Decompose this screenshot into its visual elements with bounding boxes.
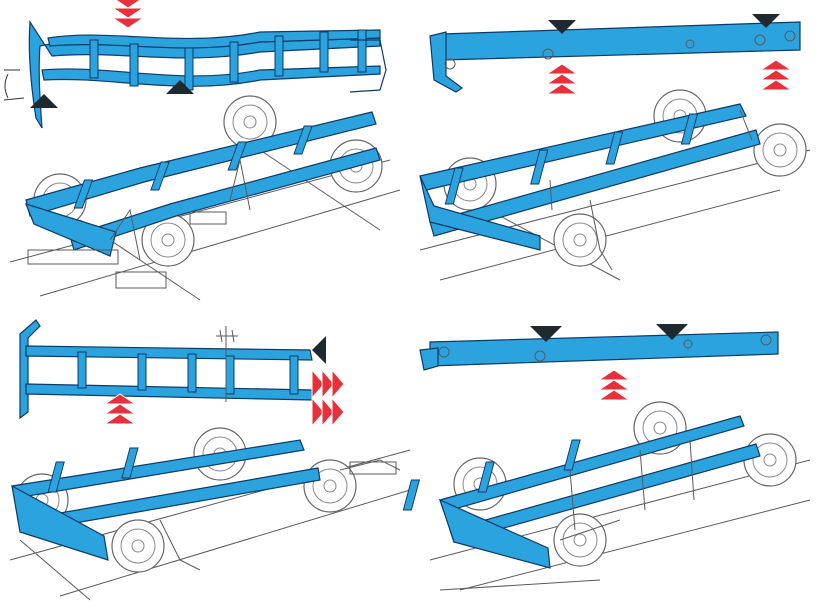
angle-indicator — [3, 69, 25, 101]
frame-side-view — [429, 21, 801, 93]
lateral-gap-indicator — [216, 326, 238, 402]
frame-side-view — [28, 20, 387, 129]
frame-top-view — [19, 319, 313, 420]
force-arrows-up — [104, 393, 136, 425]
panel-top-right — [419, 14, 811, 281]
support-markers — [30, 80, 194, 108]
chassis-perspective — [419, 89, 811, 281]
force-arrows-down — [112, 0, 144, 29]
frame-side-view — [419, 331, 779, 371]
chassis-perspective — [9, 427, 411, 601]
force-arrows-up — [546, 59, 792, 95]
panel-bottom-right — [402, 324, 811, 591]
support-markers — [530, 324, 688, 342]
force-arrows-sideways — [311, 369, 345, 427]
chassis-perspective — [402, 401, 811, 591]
chassis-perspective — [9, 95, 401, 301]
force-arrows-up — [598, 369, 630, 401]
panel-top-left — [3, 0, 401, 301]
panel-bottom-left — [9, 319, 411, 601]
support-markers — [548, 14, 780, 34]
support-marker — [312, 336, 326, 364]
